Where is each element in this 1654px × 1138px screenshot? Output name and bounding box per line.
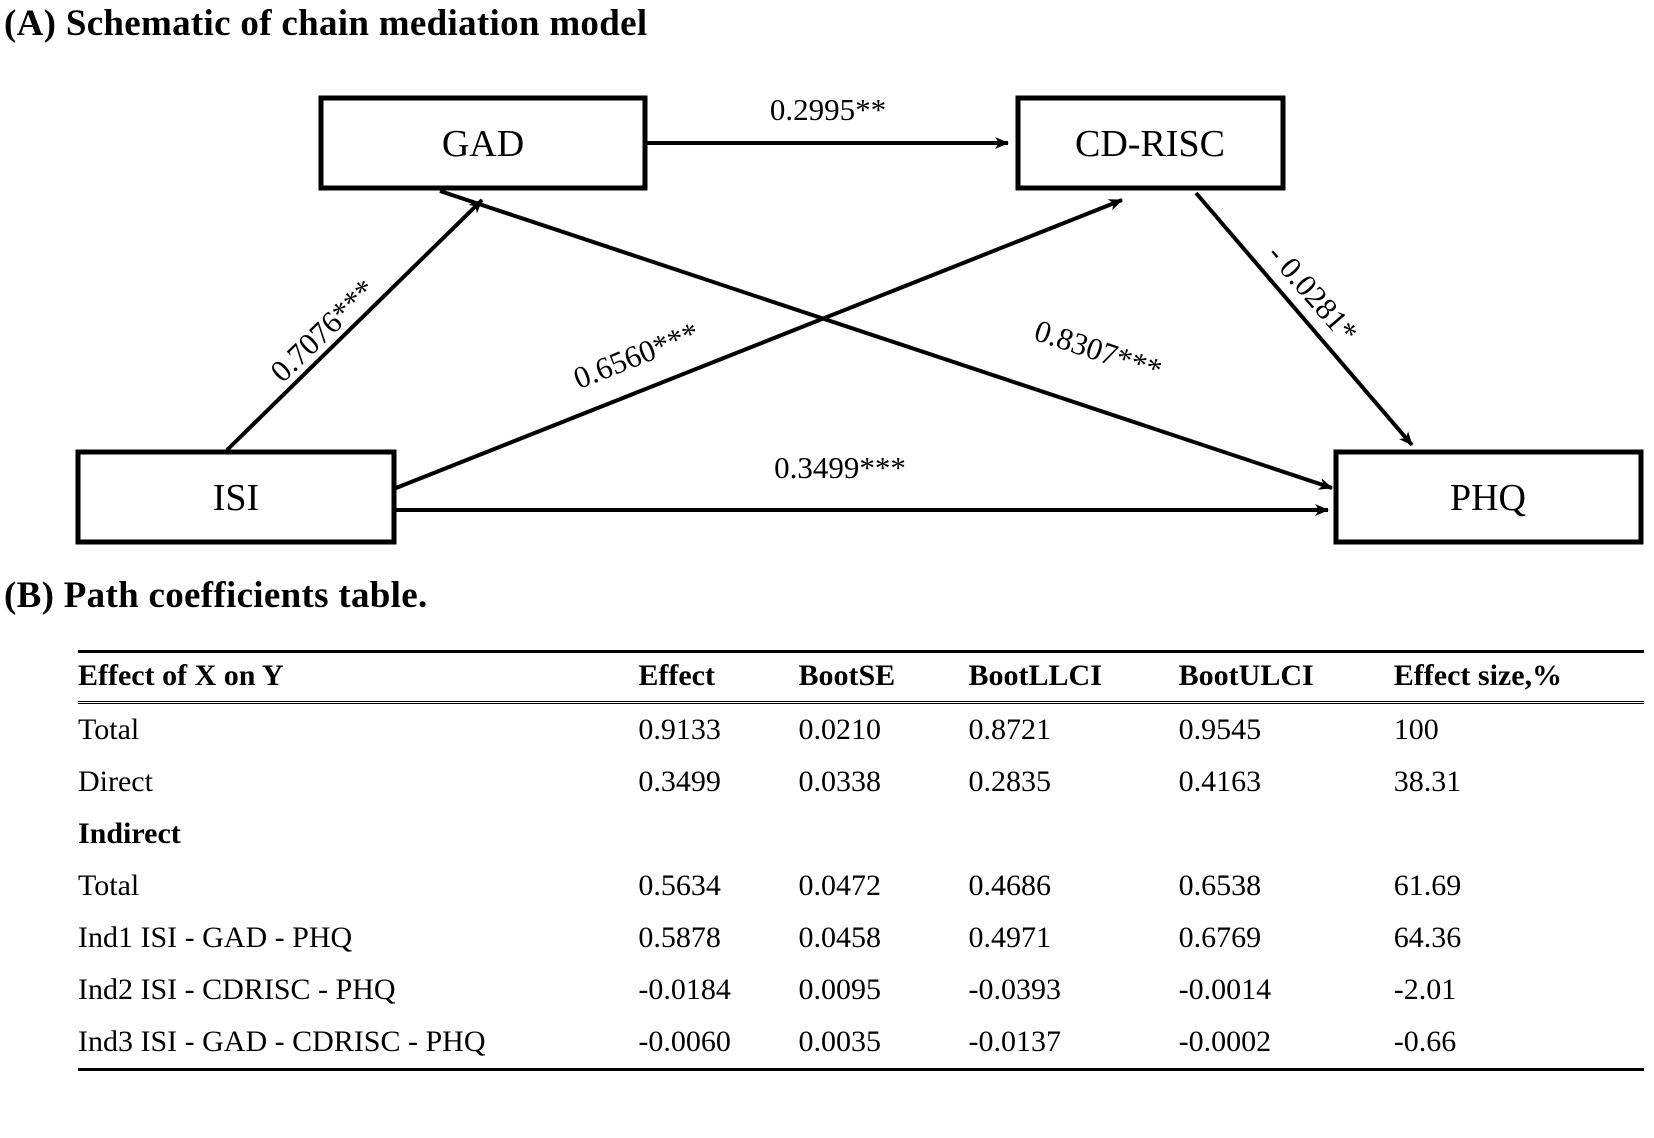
- table-cell: 0.8721: [968, 713, 1052, 746]
- table-cell: 0.0035: [798, 1016, 969, 1071]
- table-cell: -2.01: [1393, 973, 1457, 1006]
- table-cell: [638, 808, 798, 860]
- table-cell: Direct: [78, 765, 153, 798]
- arrow-isi-to-cdrisc: [395, 198, 1123, 490]
- path-label-gad-phq: 0.8307***: [1030, 313, 1166, 388]
- arrow-cdrisc-to-phq: [1194, 191, 1414, 447]
- node-label-gad: GAD: [442, 123, 524, 165]
- table-cell: [1394, 808, 1644, 860]
- node-box-isi: [75, 449, 397, 545]
- node-label-phq: PHQ: [1450, 477, 1526, 519]
- path-label-gad-cdrisc: 0.2995**: [770, 92, 886, 127]
- table-row: Ind1 ISI - GAD - PHQ 0.5878 0.0458 0.4971 0.…: [78, 912, 1644, 964]
- table-cell: 0.3499: [638, 765, 721, 798]
- table-cell: -0.0184: [638, 973, 731, 1006]
- table-header-row: Effect of X on Y Effect BootSE BootLLCI …: [78, 650, 1644, 704]
- chain-mediation-diagram: GAD CD-RISC ISI PHQ 0.2995** 0.7076*** 0…: [0, 60, 1654, 560]
- table-cell: 100: [1393, 713, 1439, 746]
- table-cell: 0.0458: [798, 921, 881, 954]
- table-cell: Ind3 ISI - GAD - CDRISC - PHQ: [78, 1016, 639, 1071]
- table-cell: 0.0338: [798, 765, 881, 798]
- path-label-cdrisc-phq: - 0.0281*: [1261, 237, 1365, 350]
- table-cell: Ind2 ISI - CDRISC - PHQ: [78, 973, 396, 1006]
- node-box-phq: [1333, 449, 1644, 545]
- table-cell: [1179, 808, 1394, 860]
- table-row: Ind2 ISI - CDRISC - PHQ -0.0184 0.0095 -0.0…: [78, 964, 1644, 1016]
- node-box-cdrisc: [1015, 95, 1286, 191]
- table-cell: -0.0002: [1178, 1016, 1394, 1071]
- table-cell: Total: [78, 869, 140, 902]
- node-box-gad: [318, 95, 648, 191]
- column-header-effect-size: Effect size,%: [1393, 650, 1644, 704]
- table-cell: 0.0210: [798, 713, 881, 746]
- table-cell: 0.9545: [1178, 713, 1262, 746]
- table-cell: 0.4686: [968, 869, 1052, 902]
- table-cell: 0.6538: [1178, 869, 1262, 902]
- column-header-bootse: BootSE: [798, 650, 969, 704]
- node-label-cdrisc: CD-RISC: [1075, 123, 1225, 165]
- table-cell: Ind1 ISI - GAD - PHQ: [78, 921, 353, 954]
- path-label-isi-phq: 0.3499***: [774, 450, 906, 485]
- table-cell: -0.0137: [968, 1016, 1179, 1071]
- table-cell: -0.0060: [638, 1016, 799, 1071]
- panel-a-title: (A) Schematic of chain mediation model: [4, 3, 648, 44]
- table-cell: 0.5634: [638, 869, 721, 902]
- table-cell: 38.31: [1393, 765, 1462, 798]
- table-cell: Total: [78, 713, 140, 746]
- panel-b-title: (B) Path coefficients table.: [4, 575, 428, 616]
- column-header-bootulci: BootULCI: [1178, 650, 1394, 704]
- table-cell: -0.0014: [1178, 973, 1272, 1006]
- table-row: Direct 0.3499 0.0338 0.2835 0.4163 38.31: [78, 756, 1644, 808]
- table-row: Total 0.9133 0.0210 0.8721 0.9545 100: [78, 703, 1644, 757]
- table-cell: 0.0472: [798, 869, 881, 902]
- path-label-isi-gad: 0.7076***: [263, 272, 382, 389]
- table-cell: 0.5878: [638, 921, 721, 954]
- table-cell: 0.2835: [968, 765, 1052, 798]
- table-cell: Indirect: [78, 817, 181, 850]
- table-row: Indirect: [78, 808, 1644, 860]
- table-cell: [798, 808, 968, 860]
- node-label-isi: ISI: [213, 477, 259, 519]
- column-header-effect: Effect: [638, 650, 799, 704]
- arrow-isi-to-gad: [225, 198, 484, 452]
- arrow-gad-to-phq: [439, 189, 1333, 490]
- table-cell: 0.4163: [1178, 765, 1262, 798]
- column-header-bootllci: BootLLCI: [968, 650, 1179, 704]
- table-cell: -0.66: [1393, 1016, 1644, 1071]
- table-cell: 61.69: [1393, 869, 1462, 902]
- path-coefficients-table: Effect of X on Y Effect BootSE BootLLCI …: [78, 650, 1644, 1071]
- table-cell: [969, 808, 1179, 860]
- table-cell: -0.0393: [968, 973, 1062, 1006]
- table-cell: 0.6769: [1178, 921, 1262, 954]
- column-header-effect-of-x-on-y: Effect of X on Y: [78, 650, 639, 704]
- table-cell: 0.9133: [638, 713, 721, 746]
- table-cell: 0.4971: [968, 921, 1052, 954]
- path-label-isi-cdrisc: 0.6560***: [568, 315, 703, 396]
- table-cell: 64.36: [1393, 921, 1462, 954]
- table-cell: 0.0095: [798, 973, 881, 1006]
- table-row: Total 0.5634 0.0472 0.4686 0.6538 61.69: [78, 860, 1644, 912]
